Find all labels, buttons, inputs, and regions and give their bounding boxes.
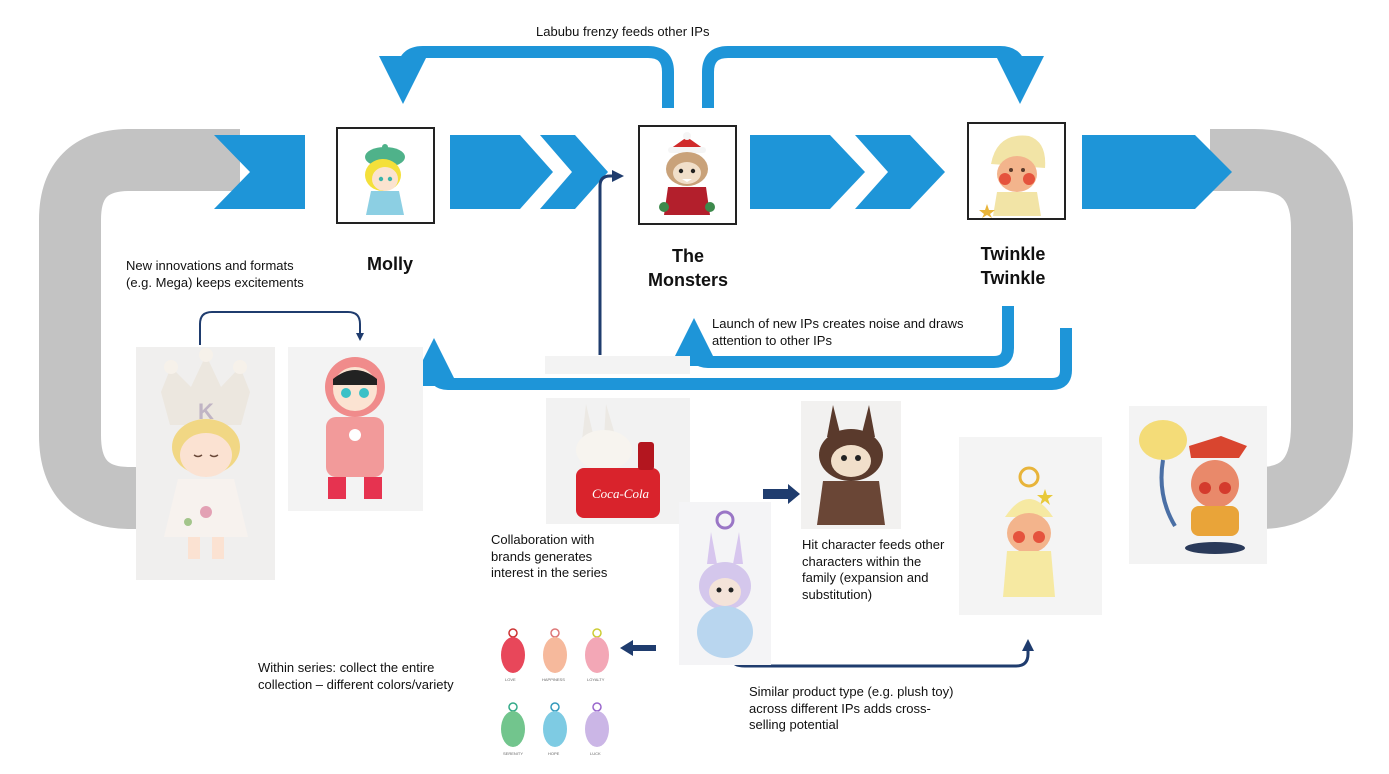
plush-labubu-figure: [679, 502, 771, 665]
arrow-to-molly: [379, 46, 674, 108]
series-item-luck: LUCK: [585, 702, 609, 756]
connector-cross-sell: [731, 639, 1034, 668]
arrow-to-hit-character: [763, 484, 800, 504]
arrow-to-twinkle: [702, 46, 1044, 108]
twinkle-portrait: [967, 122, 1066, 220]
crown-letter: K: [198, 399, 214, 424]
twinkle-balloon-figure: [1129, 406, 1267, 564]
series-item-hope: HOPE: [543, 702, 567, 756]
series-item-loyalty: LOYALTY: [585, 628, 609, 682]
loop-right-arc: [1210, 129, 1353, 529]
coca-cola-logo: Coca-Cola: [592, 486, 650, 501]
mega-molly-figure: [288, 347, 423, 511]
twinkle-keychain-figure: [959, 437, 1102, 615]
label-cross-selling: Similar product type (e.g. plush toy) ac…: [749, 684, 954, 732]
svg-text:HOPE: HOPE: [548, 751, 560, 756]
molly-crown-figure: K: [136, 347, 275, 580]
series-item-serenity: SERENITY: [501, 702, 525, 756]
labubu-figure-icon: [659, 132, 715, 215]
ip-name-twinkle-twinkle: Twinkle Twinkle: [980, 244, 1046, 288]
svg-text:LUCK: LUCK: [590, 751, 601, 756]
series-collection-grid: LOVE HAPPINESS LOYALTY SERENITY HOPE LUC…: [495, 625, 625, 765]
twinkle-figure-icon: [979, 135, 1046, 218]
svg-text:SERENITY: SERENITY: [503, 751, 523, 756]
label-collaboration: Collaboration with brands generates inte…: [491, 532, 608, 580]
svg-text:HAPPINESS: HAPPINESS: [542, 677, 565, 682]
connector-mega: [199, 311, 364, 345]
arrow-to-series: [620, 640, 656, 656]
label-within-series: Within series: collect the entire collec…: [258, 660, 454, 692]
molly-figure-icon: [365, 144, 405, 215]
molly-portrait: [336, 127, 435, 224]
monsters-portrait: [638, 125, 737, 225]
label-hit-character: Hit character feeds other characters wit…: [802, 537, 945, 602]
ip-name-the-monsters: The Monsters: [647, 246, 728, 290]
arrow-launch-outer: [410, 328, 1072, 390]
brown-labubu-figure: [801, 401, 901, 529]
label-labubu-frenzy: Labubu frenzy feeds other IPs: [536, 24, 710, 39]
svg-text:LOVE: LOVE: [505, 677, 516, 682]
label-launch-new-ips: Launch of new IPs creates noise and draw…: [712, 316, 964, 348]
chevron-band: [214, 135, 1232, 209]
series-item-love: LOVE: [501, 628, 525, 682]
coca-cola-labubu-figure: Coca-Cola: [546, 398, 690, 524]
loop-left-arc: [39, 129, 240, 529]
series-item-happiness: HAPPINESS: [542, 628, 567, 682]
svg-text:LOYALTY: LOYALTY: [587, 677, 605, 682]
connector-up-to-monsters: [598, 170, 624, 355]
arrow-launch-inner: [670, 306, 1014, 368]
label-new-innovations: New innovations and formats (e.g. Mega) …: [126, 258, 304, 290]
label-backdrop: [545, 356, 690, 374]
ip-name-molly: Molly: [366, 254, 413, 274]
